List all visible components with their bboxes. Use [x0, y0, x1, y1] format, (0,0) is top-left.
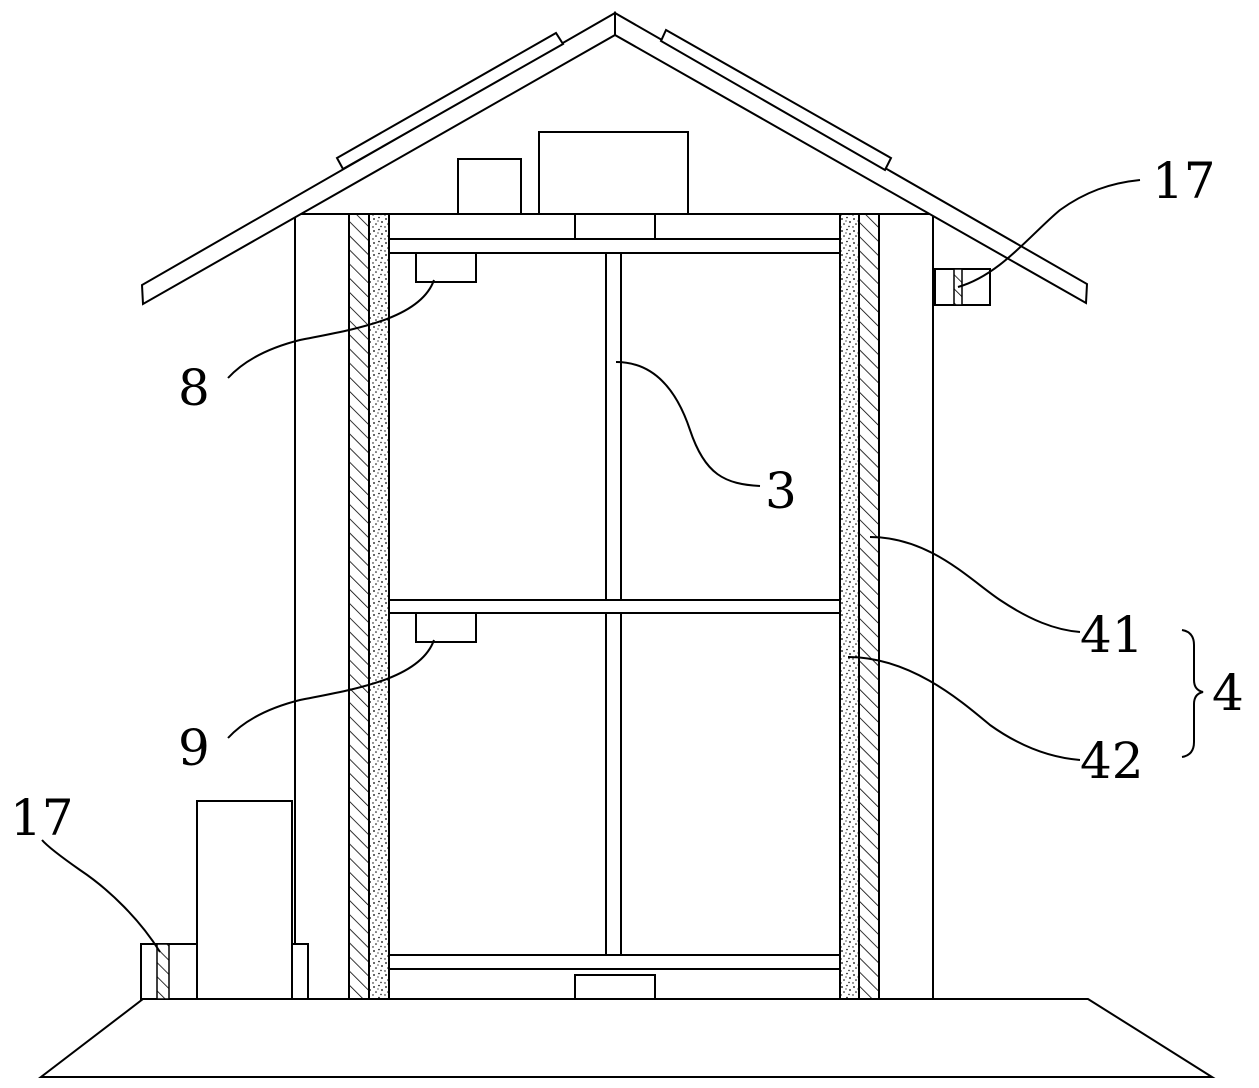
component-8-box	[416, 253, 476, 282]
top-mount-block	[575, 214, 655, 239]
rail-bottom	[389, 955, 840, 969]
solar-panel-left	[337, 33, 563, 169]
leader-line-17-bottom	[42, 840, 160, 952]
outer-wall-layer-41-left	[349, 214, 369, 999]
rail-middle	[389, 600, 840, 613]
label-8: 8	[178, 359, 210, 417]
device-17-bottom-strip	[157, 944, 169, 999]
brace-4	[1182, 630, 1203, 757]
ground-cabinet	[197, 801, 292, 999]
base-platform	[41, 999, 1212, 1077]
vertical-post-3	[606, 253, 621, 600]
ground-small-block	[292, 944, 308, 999]
insulation-layer-42-right	[840, 214, 859, 999]
label-41: 41	[1080, 606, 1144, 664]
label-9: 9	[178, 719, 210, 777]
vertical-post-3-lower	[606, 613, 621, 955]
label-17-bottom: 17	[10, 789, 74, 847]
bottom-mount-block	[575, 975, 655, 999]
label-42: 42	[1080, 732, 1144, 790]
insulation-layer-42-left	[369, 214, 389, 999]
label-4: 4	[1212, 664, 1244, 722]
component-9-box	[416, 613, 476, 642]
label-3: 3	[765, 462, 797, 520]
rail-top	[389, 239, 840, 253]
outer-wall-layer-41-right	[859, 214, 879, 999]
solar-panel-right	[661, 30, 891, 170]
roof-box-large	[539, 132, 688, 214]
roof-box-small	[458, 159, 521, 214]
label-17-top: 17	[1152, 152, 1216, 210]
